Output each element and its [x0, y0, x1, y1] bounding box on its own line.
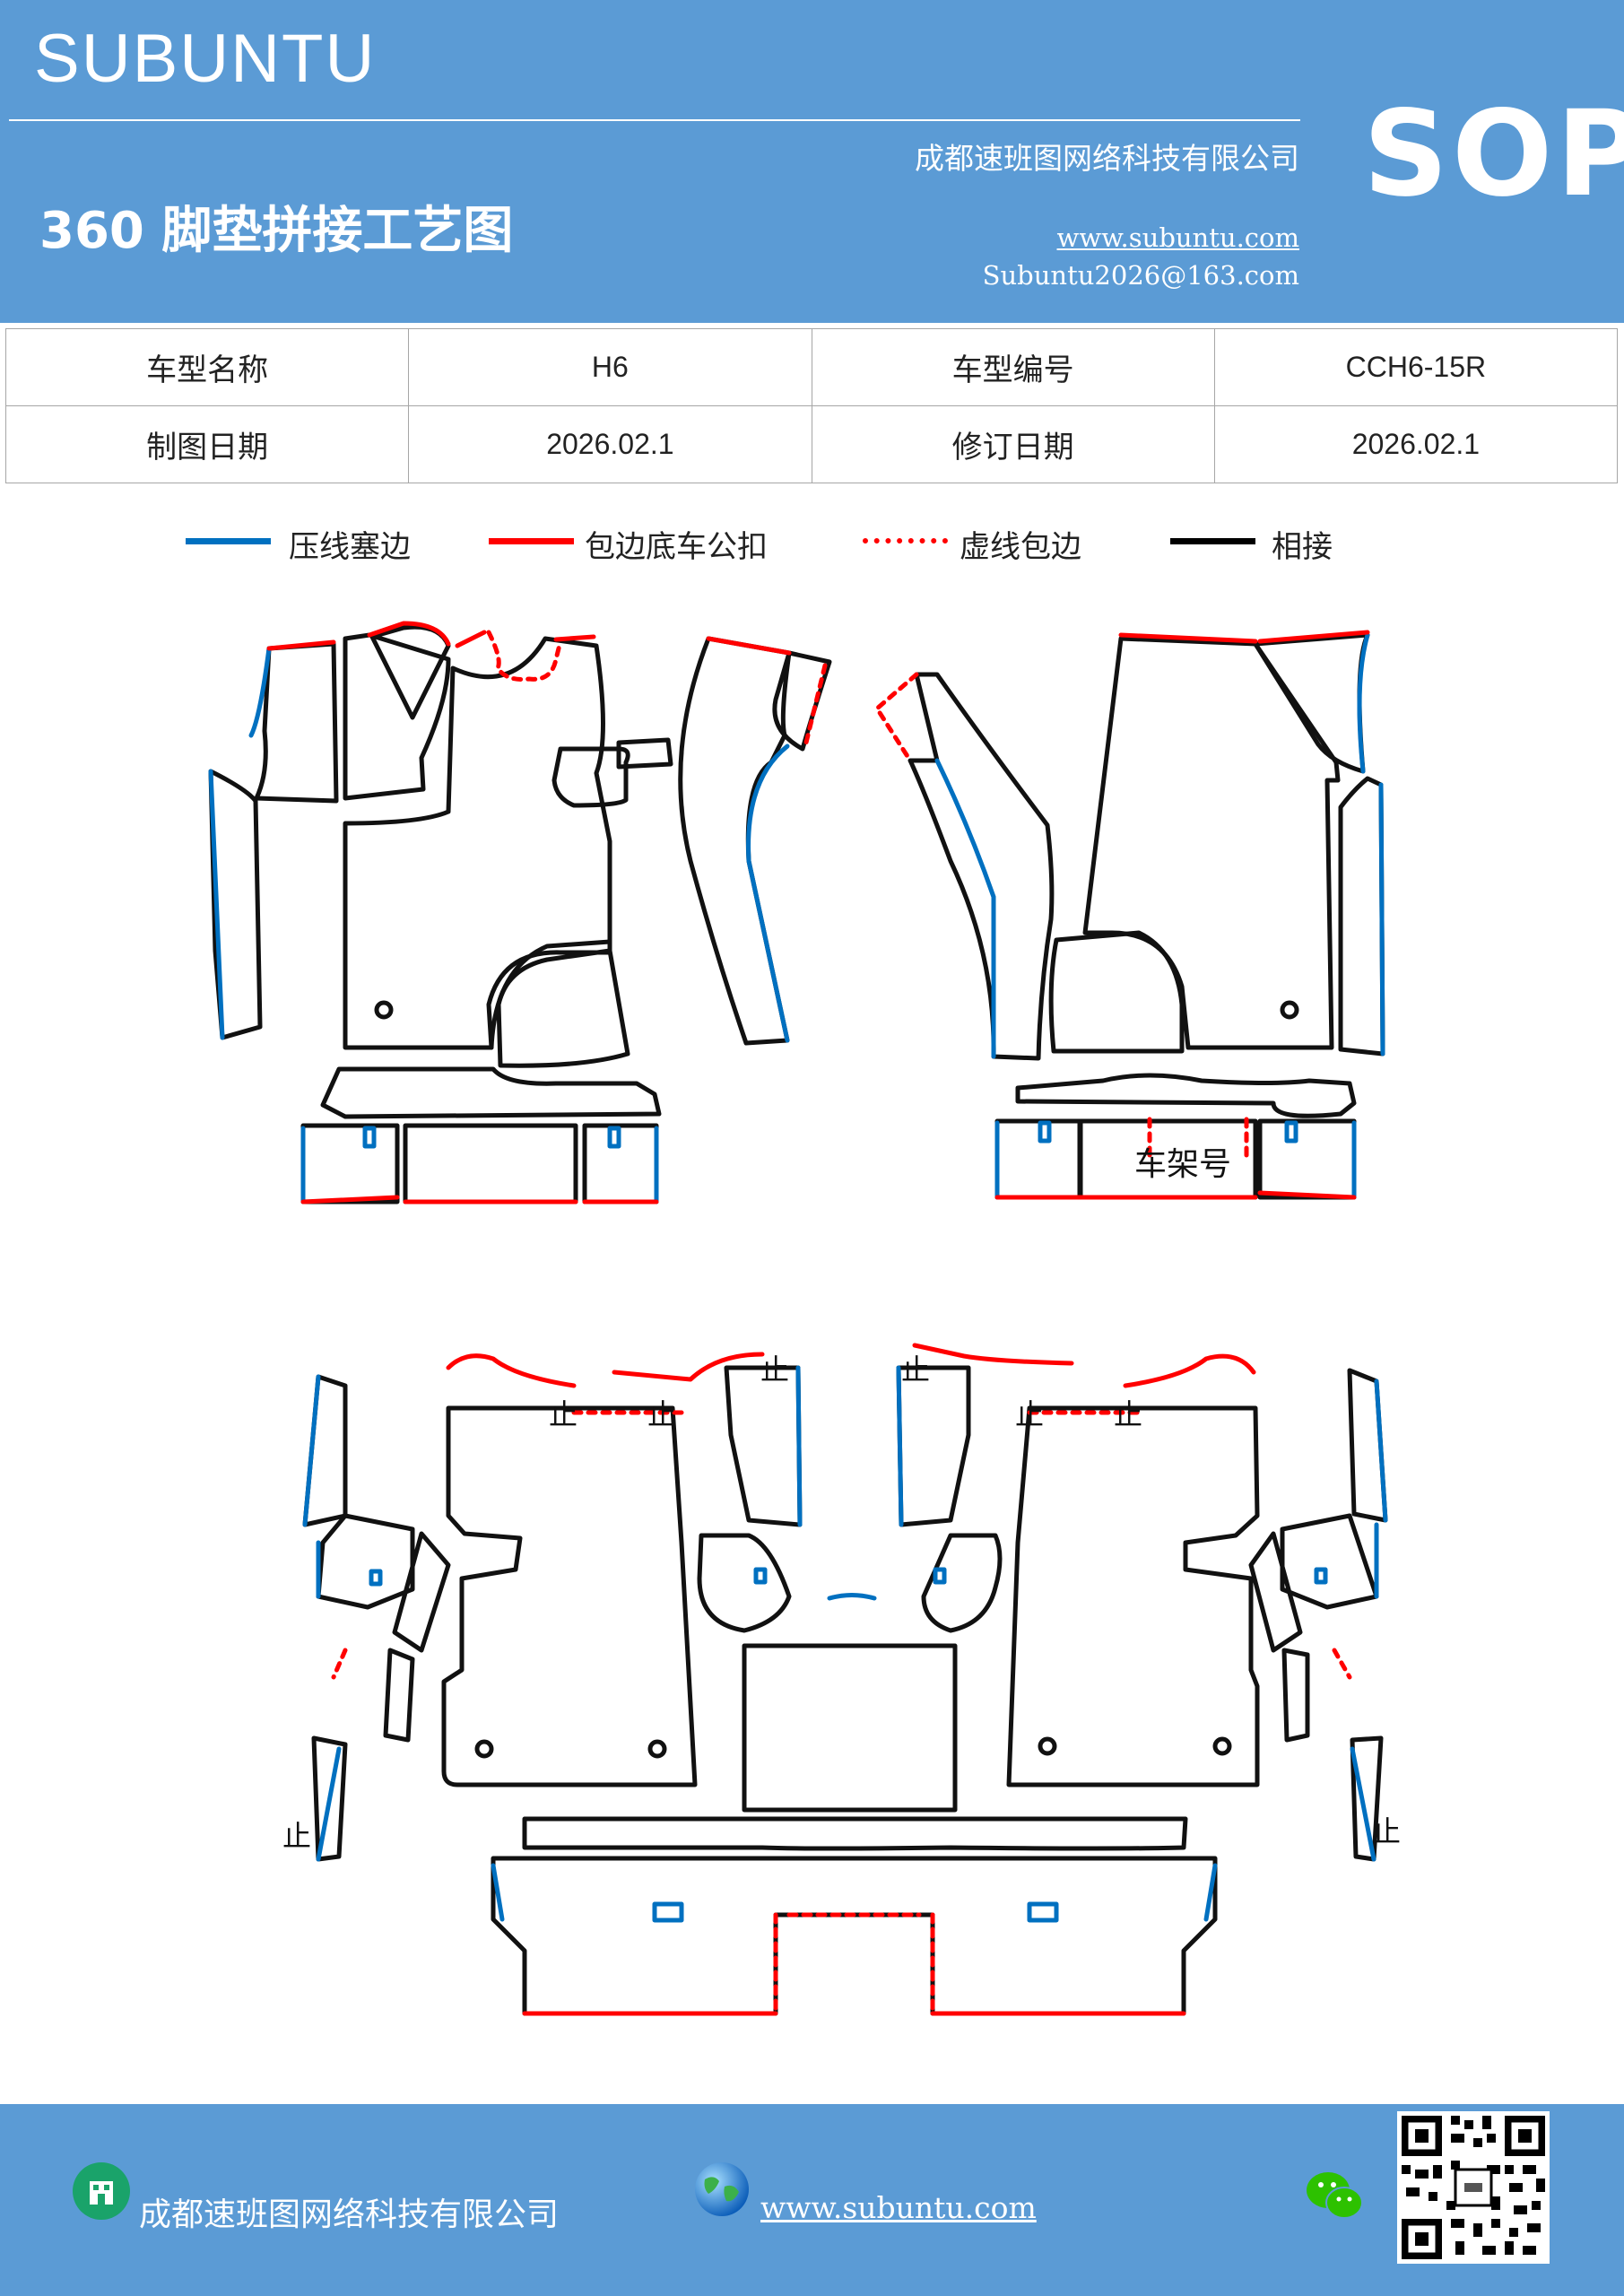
- vin-label: 车架号: [1134, 1146, 1231, 1183]
- binding-edges: [266, 621, 1370, 2016]
- stop-mark: 止: [1015, 1397, 1044, 1431]
- rear-center-right-bolster: [921, 1533, 1003, 1633]
- company-name: 成都速班图网络科技有限公司: [915, 141, 1299, 176]
- rear-right-side-mid: [1280, 1513, 1379, 1610]
- table-cell-value: CCH6-15R: [1213, 328, 1619, 406]
- rear-center-tunnel-panel: [742, 1643, 958, 1813]
- front-right-pillar-strip: [908, 672, 1055, 1061]
- front-right-mat-group: [908, 632, 1385, 1200]
- front-left-pedal-tab: [616, 737, 673, 770]
- rear-bottom-panel: [491, 1856, 1218, 2016]
- press-line-edges: [208, 632, 1388, 1923]
- front-right-bottom-pad-c: [1257, 1118, 1357, 1200]
- rear-center-left-pillar: [724, 1365, 803, 1527]
- stop-mark: 止: [647, 1397, 676, 1431]
- legend-label: 压线塞边: [289, 529, 411, 565]
- front-left-floor-panel: [343, 636, 612, 1050]
- table-cell-value: H6: [408, 328, 812, 406]
- stop-mark: 止: [760, 1352, 789, 1387]
- globe-icon: [695, 2162, 749, 2216]
- table-cell-value: 2026.02.1: [408, 405, 812, 483]
- front-left-pedal-pad: [551, 746, 630, 808]
- email-address: Subuntu2026@163.com: [982, 260, 1299, 291]
- table-cell-label: 车型编号: [811, 328, 1215, 406]
- rear-center-left-bolster: [697, 1533, 792, 1633]
- stop-mark: 止: [282, 1819, 311, 1853]
- mounting-hole: [1280, 1000, 1299, 1020]
- mounting-hole: [374, 1000, 394, 1020]
- sop-badge: SOP: [1363, 85, 1624, 223]
- brand-name: SUBUNTU: [34, 21, 377, 97]
- footer-company-name: 成都速班图网络科技有限公司: [139, 2196, 560, 2233]
- rear-sill-strip: [522, 1816, 1188, 1851]
- rear-left-lower-strip: [311, 1735, 348, 1862]
- front-right-sill-strip: [1015, 1073, 1357, 1118]
- table-cell-label: 修订日期: [811, 405, 1215, 483]
- table-row: 车型名称 H6 车型编号 CCH6-15R: [4, 328, 1619, 406]
- rear-right-floor-panel: [1006, 1405, 1260, 1787]
- front-left-side-piece-a: [254, 641, 339, 804]
- vehicle-info-table: 车型名称 H6 车型编号 CCH6-15R 制图日期 2026.02.1 修订日…: [4, 328, 1619, 483]
- footer-banner: 成都速班图网络科技有限公司 www.subuntu.com: [0, 2104, 1624, 2296]
- legend-label: 虚线包边: [960, 529, 1081, 565]
- table-cell-value: 2026.02.1: [1213, 405, 1619, 483]
- document-title: 360 脚垫拼接工艺图: [39, 202, 514, 260]
- mounting-hole: [1038, 1736, 1057, 1756]
- legend-swatch-red-dotted: [863, 538, 948, 544]
- table-cell-label: 车型名称: [4, 328, 410, 406]
- rear-left-bolster-b: [383, 1648, 415, 1743]
- front-left-heel-arc: [489, 939, 612, 1050]
- stop-mark: 止: [549, 1397, 578, 1431]
- front-right-floor-panel: [1082, 636, 1341, 1050]
- mounting-hole: [1212, 1736, 1232, 1756]
- rear-center-right-pillar: [896, 1365, 971, 1527]
- rear-left-floor-panel: [441, 1405, 698, 1787]
- stop-mark: 止: [1372, 1814, 1401, 1848]
- legend-label: 包边底车公扣: [585, 529, 768, 565]
- mounting-hole: [474, 1739, 494, 1759]
- stop-mark: 止: [1114, 1397, 1142, 1431]
- front-right-outer-strip: [1338, 776, 1385, 1057]
- header-banner: SUBUNTU 360 脚垫拼接工艺图 成都速班图网络科技有限公司 www.su…: [0, 0, 1624, 323]
- front-left-mat-group: [208, 624, 832, 1205]
- legend: 压线塞边 包边底车公扣 虚线包边 相接: [0, 522, 1624, 576]
- legend-swatch-blue: [186, 538, 271, 544]
- legend-label: 相接: [1272, 529, 1333, 565]
- qr-code-icon: [1397, 2111, 1550, 2264]
- front-left-side-piece-b: [343, 632, 451, 801]
- legend-swatch-black: [1170, 538, 1255, 544]
- building-icon: [73, 2162, 130, 2220]
- front-right-side-piece: [1253, 632, 1370, 774]
- mounting-hole: [647, 1739, 667, 1759]
- stop-marks: 止 止 止 止 止 止 止 止: [282, 1352, 1401, 1853]
- rear-left-bolster-a: [392, 1531, 451, 1653]
- table-row: 制图日期 2026.02.1 修订日期 2026.02.1: [4, 405, 1619, 483]
- table-cell-label: 制图日期: [4, 405, 410, 483]
- rear-left-side-mid: [316, 1513, 415, 1610]
- front-right-heel-pad: [1048, 930, 1185, 1054]
- website-link[interactable]: www.subuntu.com: [1056, 222, 1299, 253]
- front-left-bottom-pad-b: [403, 1123, 578, 1205]
- stop-mark: 止: [901, 1352, 930, 1387]
- rear-right-bolster-b: [1281, 1648, 1310, 1743]
- front-left-outer-strip: [208, 769, 263, 1040]
- wechat-icon: [1307, 2172, 1363, 2219]
- header-divider: [9, 119, 1300, 121]
- footer-website-link[interactable]: www.subuntu.com: [760, 2190, 1037, 2225]
- legend-swatch-red: [489, 538, 574, 544]
- front-left-sill-strip: [320, 1066, 662, 1119]
- rear-right-bolster-a: [1248, 1531, 1303, 1653]
- front-left-bottom-pad-a: [300, 1123, 400, 1205]
- dotted-binding-edges: [331, 630, 1352, 2016]
- qr-code-pattern: [1402, 2116, 1545, 2259]
